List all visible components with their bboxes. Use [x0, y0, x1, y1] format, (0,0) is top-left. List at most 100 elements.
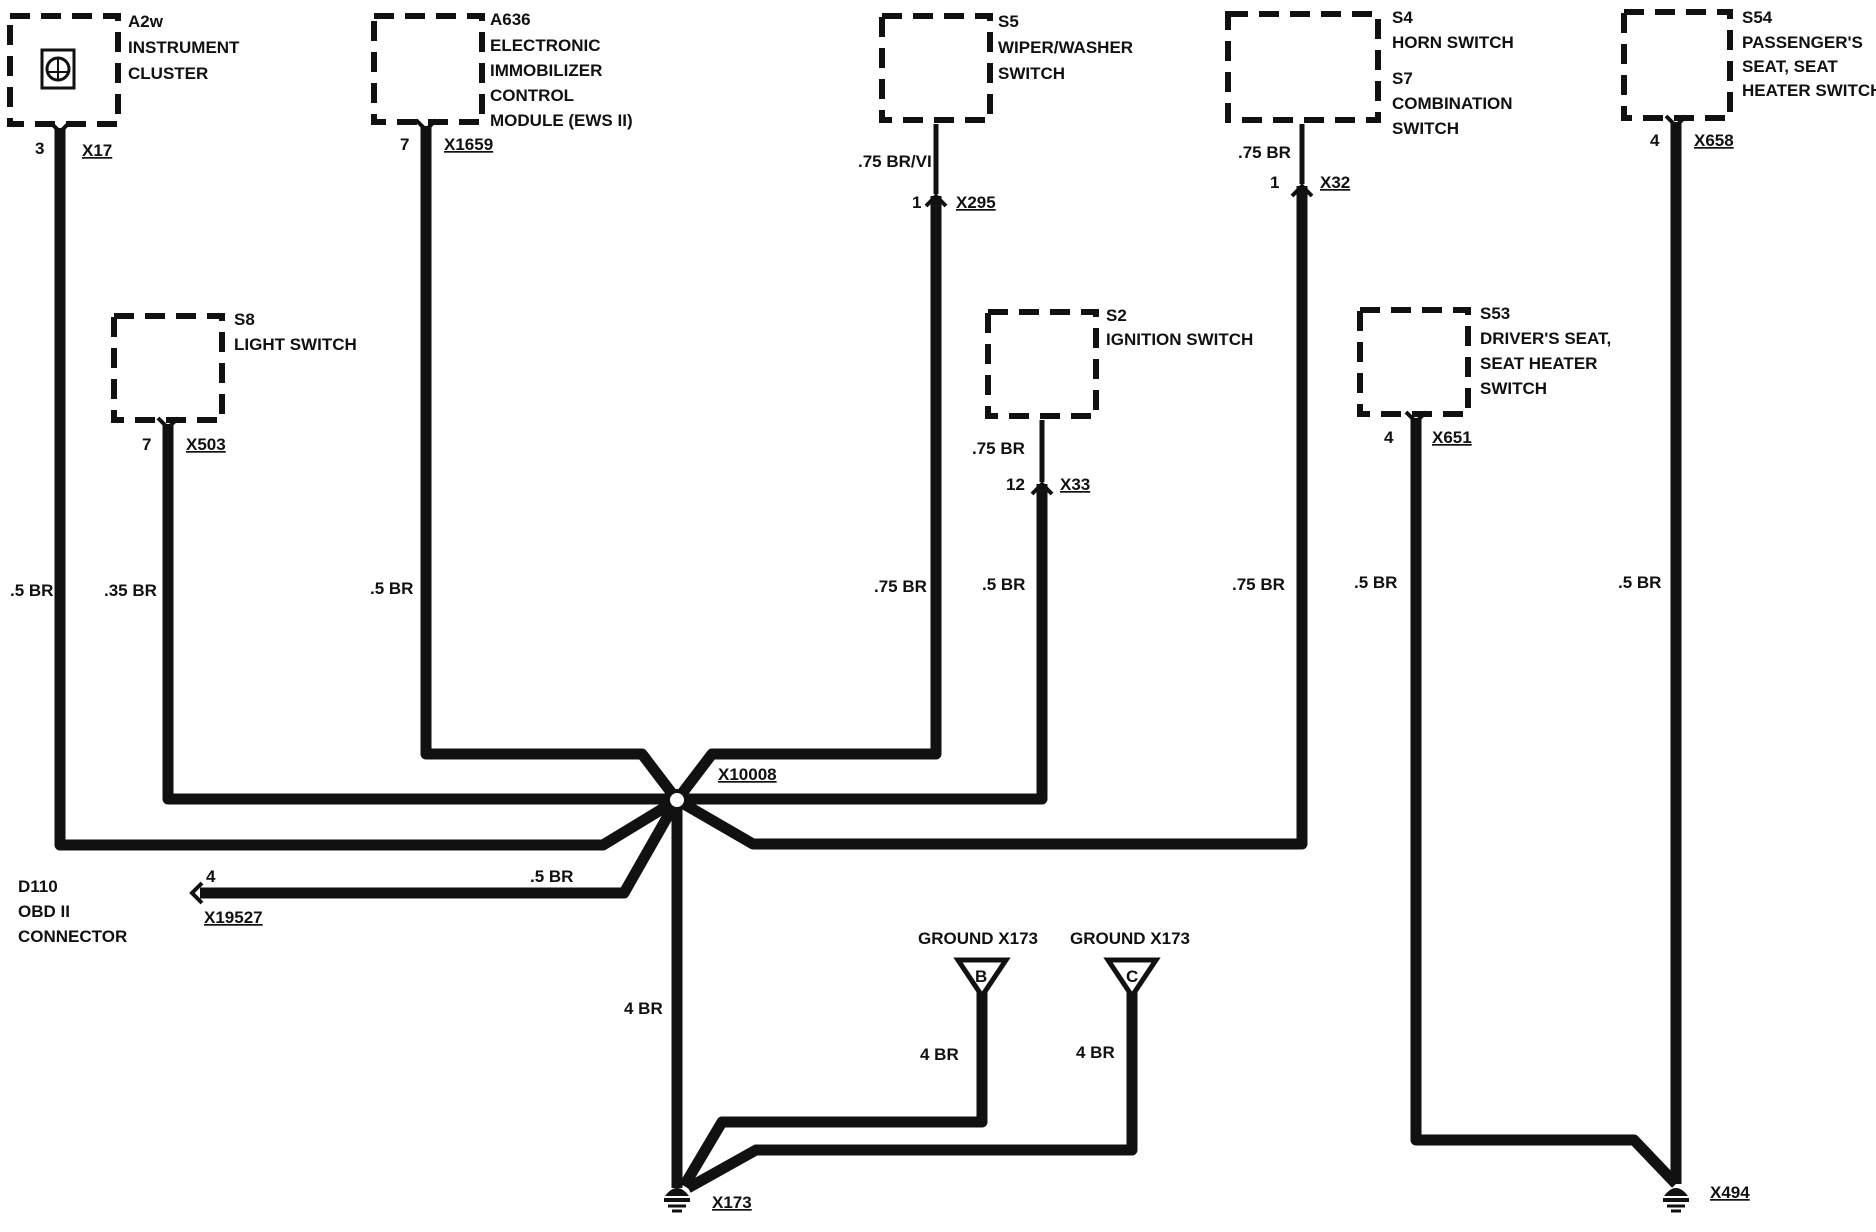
s2-box — [985, 309, 1099, 419]
s54-connector: X658 — [1694, 131, 1734, 150]
s8-pin: 7 — [142, 435, 151, 454]
d110-name-1: OBD II — [18, 902, 70, 921]
ground-c-icon — [1103, 957, 1161, 1001]
wire-s4 — [674, 186, 1308, 850]
ground-x173-label: X173 — [712, 1193, 752, 1212]
a636-id: A636 — [490, 10, 531, 29]
wire-a636 — [420, 126, 682, 804]
s5-id: S5 — [998, 12, 1019, 31]
wire-s2 — [677, 484, 1048, 805]
s54-box — [1621, 9, 1733, 121]
s5-wire-top: .75 BR/VI — [858, 152, 932, 171]
s8-connector: X503 — [186, 435, 226, 454]
s54-pin: 4 — [1650, 131, 1660, 150]
s8-box — [111, 313, 225, 423]
wire-label-a636: .5 BR — [370, 579, 413, 598]
wire-s8 — [162, 424, 677, 805]
s4-name-1: HORN SWITCH — [1392, 33, 1514, 52]
s5-pin: 1 — [912, 193, 921, 212]
s4-s7-box — [1225, 11, 1381, 123]
a2w-name-2: CLUSTER — [128, 64, 208, 83]
ground-c-letter: C — [1126, 967, 1138, 986]
s2-id: S2 — [1106, 306, 1127, 325]
x17-connector-icon — [48, 120, 72, 135]
a636-name-3: CONTROL — [490, 86, 574, 105]
a636-name-2: IMMOBILIZER — [490, 61, 602, 80]
wire-d110 — [200, 797, 682, 899]
s54-name-3: HEATER SWITCH — [1742, 81, 1876, 100]
s53-id: S53 — [1480, 304, 1510, 323]
s4-id: S4 — [1392, 8, 1413, 27]
s5-name-1: WIPER/WASHER — [998, 38, 1133, 57]
a2w-id: A2w — [128, 12, 164, 31]
ground-b-label: GROUND X173 — [918, 929, 1038, 948]
x295-connector-icon — [924, 193, 948, 208]
a636-name-1: ELECTRONIC — [490, 36, 601, 55]
s7-name-1: COMBINATION — [1392, 94, 1513, 113]
a636-connector: X1659 — [444, 135, 493, 154]
x503-connector-icon — [156, 416, 180, 431]
s7-name-2: SWITCH — [1392, 119, 1459, 138]
instrument-cluster-icon — [40, 48, 76, 90]
splice-x10008-icon — [666, 789, 688, 811]
x32-connector-icon — [1290, 183, 1314, 198]
d110-id: D110 — [18, 877, 58, 896]
s4-wire-top: .75 BR — [1238, 143, 1291, 162]
wire-label-s4: .75 BR — [1232, 575, 1285, 594]
wire-label-s5: .75 BR — [874, 577, 927, 596]
ground-x494-label: X494 — [1710, 1183, 1750, 1202]
s54-name-2: SEAT, SEAT — [1742, 57, 1838, 76]
s53-box — [1357, 307, 1471, 417]
s8-name-1: LIGHT SWITCH — [234, 335, 357, 354]
s7-id: S7 — [1392, 69, 1413, 88]
s54-name-1: PASSENGER'S — [1742, 33, 1863, 52]
a2w-name-1: INSTRUMENT — [128, 38, 240, 57]
a636-name-4: MODULE (EWS II) — [490, 111, 633, 130]
wire-s53 — [1410, 418, 1680, 1188]
x651-connector-icon — [1404, 410, 1428, 425]
x1659-connector-icon — [414, 118, 438, 133]
s4-pin: 1 — [1270, 173, 1279, 192]
s4-connector: X32 — [1320, 173, 1350, 192]
wire-s5 — [672, 196, 942, 804]
x658-connector-icon — [1664, 114, 1688, 129]
wire-label-s53: .5 BR — [1354, 573, 1397, 592]
wire-label-s2: .5 BR — [982, 575, 1025, 594]
s54-id: S54 — [1742, 8, 1773, 27]
wire-ground-b — [679, 990, 988, 1189]
s53-name-2: SEAT HEATER — [1480, 354, 1597, 373]
s53-name-1: DRIVER'S SEAT, — [1480, 329, 1611, 348]
x19527-connector-icon — [189, 881, 204, 905]
ground-c-label: GROUND X173 — [1070, 929, 1190, 948]
wire-label-d110: .5 BR — [530, 867, 573, 886]
s5-connector: X295 — [956, 193, 996, 212]
wire-label-s54: .5 BR — [1618, 573, 1661, 592]
s5-name-2: SWITCH — [998, 64, 1065, 83]
x33-connector-icon — [1030, 481, 1054, 496]
s2-connector: X33 — [1060, 475, 1090, 494]
wire-label-splice-ground: 4 BR — [624, 999, 663, 1018]
wire-label-a2w: .5 BR — [10, 581, 53, 600]
s53-connector: X651 — [1432, 428, 1472, 447]
splice-label: X10008 — [718, 765, 777, 784]
d110-name-2: CONNECTOR — [18, 927, 127, 946]
a636-pin: 7 — [400, 135, 409, 154]
s5-box — [879, 13, 993, 123]
s2-wire-top: .75 BR — [972, 439, 1025, 458]
a2w-connector: X17 — [82, 141, 112, 160]
ground-x173-icon — [664, 1188, 690, 1213]
d110-pin: 4 — [206, 867, 216, 886]
d110-connector: X19527 — [204, 908, 263, 927]
ground-b-letter: B — [975, 967, 987, 986]
s8-id: S8 — [234, 310, 255, 329]
ground-x494-icon — [1663, 1188, 1689, 1213]
ground-b-icon — [953, 957, 1011, 1001]
wire-label-ground-c: 4 BR — [1076, 1043, 1115, 1062]
s2-pin: 12 — [1006, 475, 1025, 494]
wire-a2w — [54, 128, 680, 851]
s2-name-1: IGNITION SWITCH — [1106, 330, 1253, 349]
wire-label-s8: .35 BR — [104, 581, 157, 600]
a2w-pin: 3 — [35, 139, 44, 158]
s53-name-3: SWITCH — [1480, 379, 1547, 398]
